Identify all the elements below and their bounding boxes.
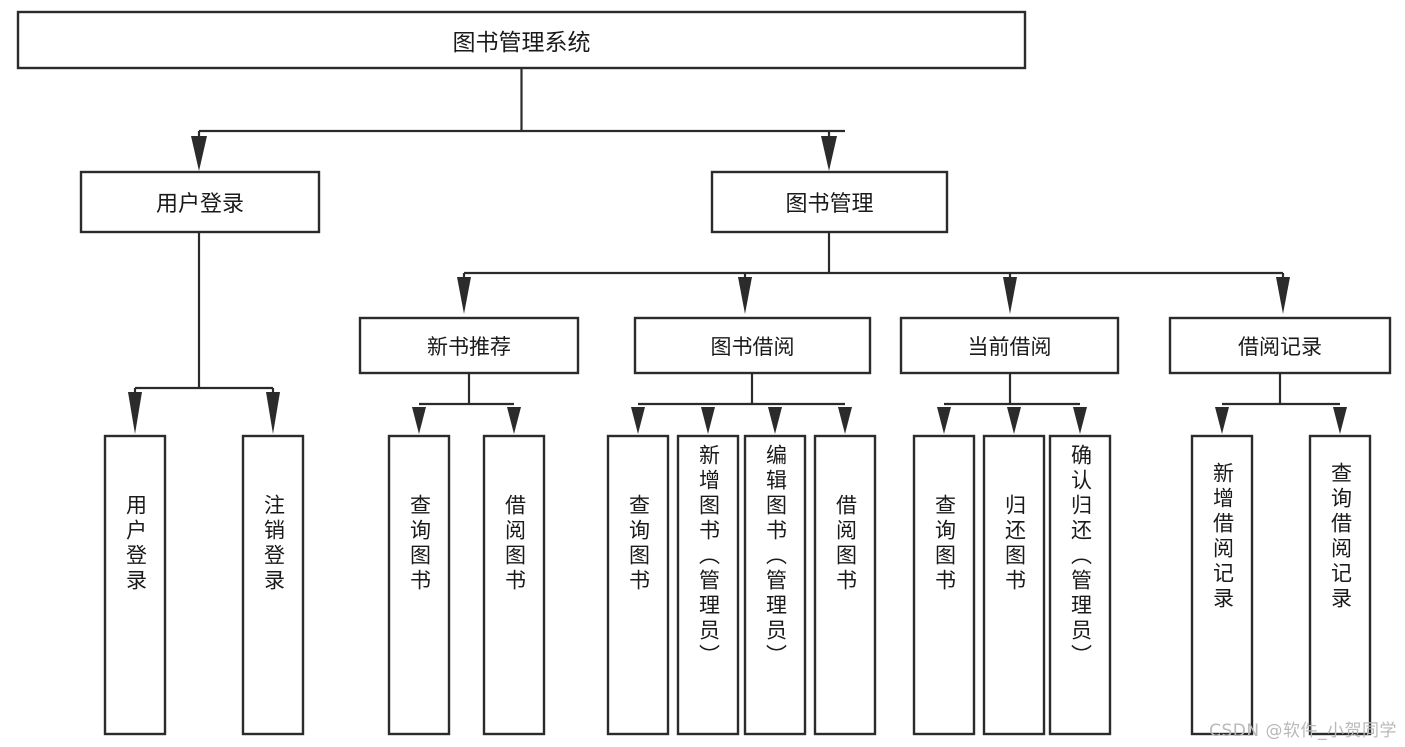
node-root-box[interactable]: [16, 10, 1027, 70]
arrow-userlogin-to-leaf2: [266, 392, 280, 434]
node-current-borrow-box[interactable]: [899, 316, 1120, 375]
arrow-newbook-to-borrow: [507, 407, 521, 434]
leaf-add-book-box[interactable]: [676, 434, 740, 736]
arrow-bookmanage-to-newbook: [457, 277, 471, 314]
arrow-bookmanage-to-bookborrow: [738, 277, 752, 314]
arrow-bookborrow-to-query: [631, 407, 645, 434]
leaf-user-login-box[interactable]: [103, 434, 167, 736]
connector-group: [128, 68, 1347, 434]
node-borrow-record-box[interactable]: [1168, 316, 1392, 375]
leaf-edit-book-box[interactable]: [743, 434, 807, 736]
node-new-book-recommend-box[interactable]: [358, 316, 580, 375]
leaf-query-book-2-box[interactable]: [606, 434, 670, 736]
leaf-query-book-1-box[interactable]: [387, 434, 451, 736]
arrow-root-to-book-manage: [821, 136, 837, 171]
arrow-bookborrow-to-edit: [768, 407, 782, 434]
arrow-bookborrow-to-add: [701, 407, 715, 434]
arrow-root-to-user-login: [191, 136, 207, 171]
arrow-bookborrow-to-borrow: [838, 407, 852, 434]
arrow-newbook-to-query: [412, 407, 426, 434]
arrow-userlogin-to-leaf1: [128, 392, 142, 434]
arrow-borrowrecord-to-add: [1215, 407, 1229, 434]
node-user-login-box[interactable]: [79, 170, 321, 234]
leaf-return-book-box[interactable]: [982, 434, 1046, 736]
arrow-bookmanage-to-currentborrow: [1003, 277, 1017, 314]
leaf-query-record-box[interactable]: [1308, 434, 1372, 736]
leaf-logout-box[interactable]: [241, 434, 305, 736]
arrow-borrowrecord-to-query: [1333, 407, 1347, 434]
leaf-add-record-box[interactable]: [1190, 434, 1254, 736]
arrow-bookmanage-to-borrowrecord: [1276, 277, 1290, 314]
leaf-borrow-book-1-box[interactable]: [482, 434, 546, 736]
node-book-borrow-box[interactable]: [633, 316, 872, 375]
leaf-borrow-book-2-box[interactable]: [813, 434, 877, 736]
arrow-currentborrow-to-confirm: [1073, 407, 1087, 434]
node-box-group: [16, 10, 1392, 736]
leaf-query-book-3-box[interactable]: [912, 434, 976, 736]
node-book-manage-box[interactable]: [710, 170, 949, 234]
arrow-currentborrow-to-return: [1007, 407, 1021, 434]
arrow-currentborrow-to-query: [937, 407, 951, 434]
leaf-confirm-return-box[interactable]: [1048, 434, 1112, 736]
